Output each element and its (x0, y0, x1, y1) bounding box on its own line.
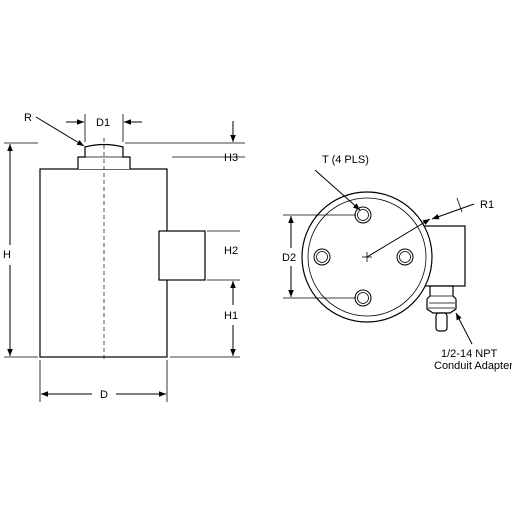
conduit-tube (435, 312, 448, 332)
label-h: H (3, 249, 11, 261)
top-inner-circle (307, 197, 427, 317)
conduit-fitting (426, 285, 457, 314)
label-r1: R1 (480, 199, 494, 211)
side-view: R D1 H3 H H2 H1 D (3, 112, 245, 402)
label-t: T (4 PLS) (322, 154, 369, 166)
label-d1: D1 (96, 117, 110, 129)
side-connector (158, 230, 206, 281)
label-r: R (24, 112, 32, 124)
label-h1: H1 (224, 310, 238, 322)
t-leader (314, 169, 361, 211)
label-d: D (100, 389, 108, 401)
top-view: T (4 PLS) R1 D2 1/2-14 NPT Conduit Adapt… (282, 154, 512, 372)
bolt-hole (396, 248, 414, 266)
cylinder-body (39, 168, 168, 358)
conduit-leader (455, 312, 473, 345)
r1-arrow-outer (431, 203, 475, 220)
label-conduit-name: Conduit Adapter (434, 360, 512, 372)
r1-leader (366, 218, 431, 258)
label-h3: H3 (224, 152, 238, 164)
label-conduit-size: 1/2-14 NPT (441, 348, 498, 360)
r-leader (35, 116, 85, 147)
label-d2: D2 (282, 252, 296, 264)
label-h2: H2 (224, 245, 238, 257)
bolt-hole (313, 248, 331, 266)
